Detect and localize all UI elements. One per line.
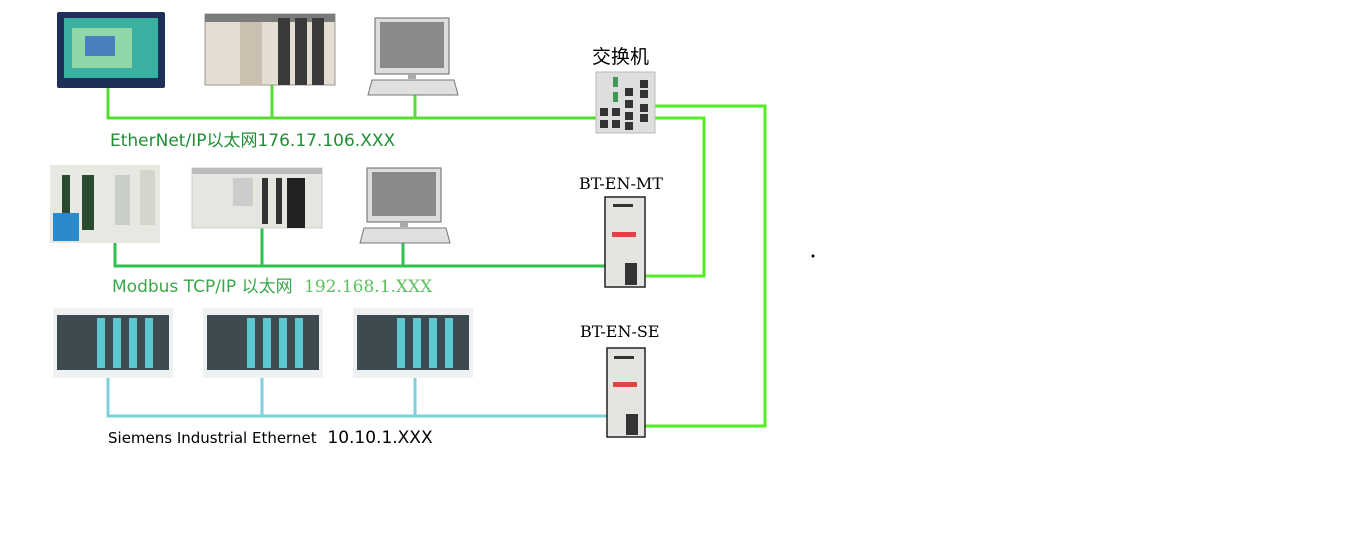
schneider-premium-plc <box>50 165 160 243</box>
hmi-panel <box>57 12 165 88</box>
siemens-label-ip: 10.10.1.XXX <box>327 428 433 448</box>
siemens-s7-plc-3 <box>353 308 473 378</box>
ethernet-switch <box>595 71 656 134</box>
ethernet-ip-label: EtherNet/IP以太网176.17.106.XXX <box>110 131 396 151</box>
allen-bradley-plc <box>204 13 336 86</box>
pc-workstation-2 <box>359 167 451 244</box>
switch-label: 交换机 <box>592 46 650 68</box>
modbus-label-name: Modbus TCP/IP 以太网 <box>112 277 293 297</box>
uplink-lines <box>645 104 767 428</box>
modbus-bus <box>113 228 605 268</box>
siemens-s7-plc-2 <box>203 308 323 378</box>
siemens-s7-plc-1 <box>53 308 173 378</box>
modbus-label-ip: 192.168.1.XXX <box>304 277 433 297</box>
siemens-label: Siemens Industrial Ethernet 10.10.1.XXX <box>108 428 433 448</box>
ethernet-ip-bus <box>106 85 596 120</box>
modicon-plc <box>191 167 323 229</box>
bt-en-mt-gateway <box>604 196 646 288</box>
siemens-bus <box>106 378 607 418</box>
bt-en-mt-label: BT-EN-MT <box>579 174 663 193</box>
pc-workstation <box>367 17 459 96</box>
modbus-label: Modbus TCP/IP 以太网 192.168.1.XXX <box>112 272 432 297</box>
stray-dot <box>811 254 815 258</box>
bt-en-se-label: BT-EN-SE <box>580 322 660 341</box>
siemens-label-name: Siemens Industrial Ethernet <box>108 429 317 447</box>
bt-en-se-gateway <box>606 347 646 438</box>
